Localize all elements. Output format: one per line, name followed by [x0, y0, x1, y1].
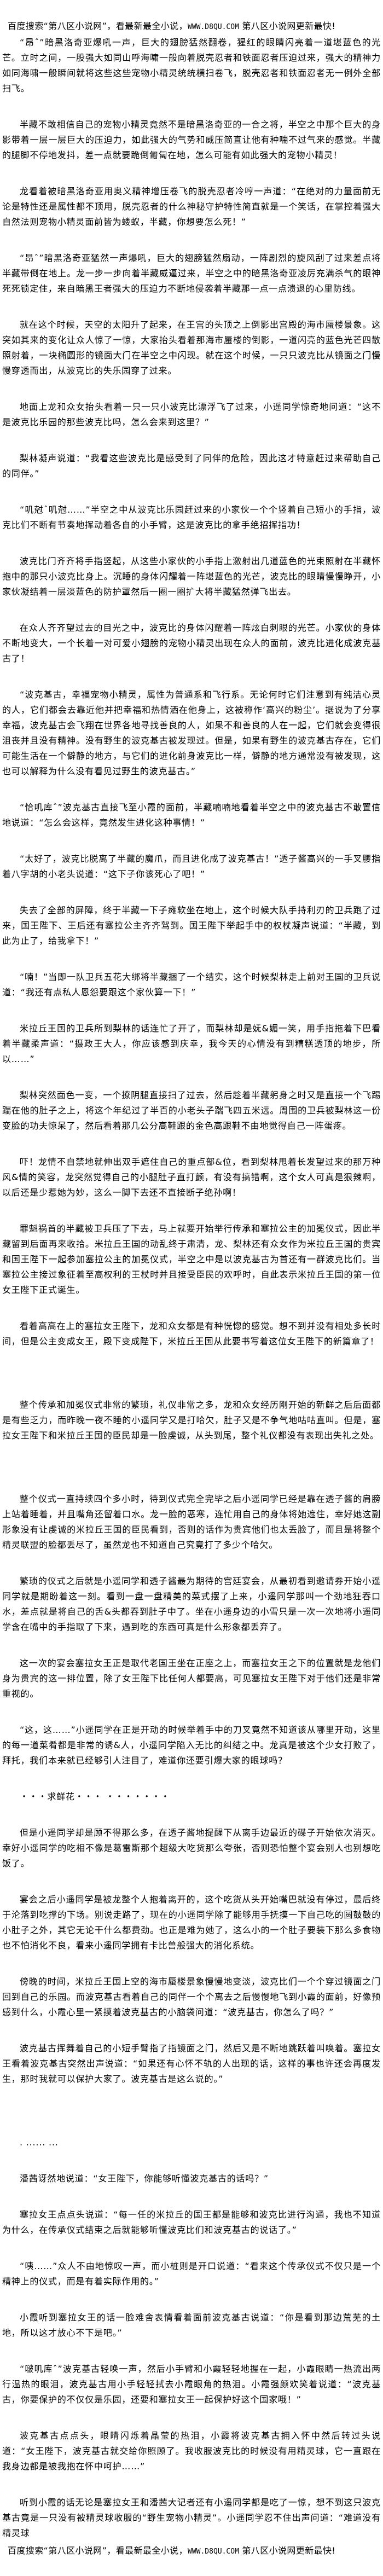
paragraph: 失去了全部的屏障，终于半藏一下子瘫软坐在地上，这个时候大队手持利刃的卫兵跑了过来…	[2, 905, 381, 946]
paragraph: 小霞听到塞拉女王的话一脸难舍表情看着面前波克基古说道：“你是看到那边荒芜的土地，…	[2, 2312, 381, 2338]
paragraph: “波克基古，幸福宠物小精灵，属性为普通系和飞行系。无论何时它们注意到有纯洁心灵的…	[2, 689, 381, 776]
paragraph: 波克基古点点头，眼睛闪烁着晶莹的热泪，小霞将波克基古拥入怀中然后转过头说道：“女…	[2, 2430, 381, 2471]
site-url-link[interactable]: WWW.D8QU.COM	[187, 23, 239, 31]
paragraph: 但是小遥同学却是顾不得那么多，在透子酱地提醒下从离手边最近的碟子开始依次消灭。幸…	[2, 1827, 381, 1869]
paragraph: “啵叽库ˆ”波克基古轻唤一声，然后小手臂和小霞轻轻地握在一起，小霞眼睛一热流出两…	[2, 2364, 381, 2405]
paragraph: “叽尅ˆ叽尅……”半空之中从波克比乐园赶过来的小家伙一个个竖着自己短小的手指，波…	[2, 504, 381, 530]
paragraph: “这，这……”小遥同学在正是开动的时候举着手中的刀叉竟然不知道该从哪里开动，这里…	[2, 1725, 381, 1766]
site-banner-bottom: 百度搜索“第八区小说网”，看最新最全小说，WWW.D8QU.COM 第八区小说网…	[2, 2543, 381, 2560]
paragraph: “咦……”众人不由地惊叹一声，而小桩则是开口说道：“看来这个传承仪式不仅只是一个…	[2, 2261, 381, 2287]
banner-suffix: 第八区小说网更新最快!	[239, 2545, 336, 2556]
paragraph: 听到小霞的话无论是塞拉女王和潘茜大记者还有小遥同学都是吃了一惊，想不到这只波克基…	[2, 2497, 381, 2538]
paragraph: 龙看着被暗黑洛奇亚用奥义精神增压卷飞的脱壳忍者冷哼一声道：“在绝对的力量面前无论…	[2, 186, 381, 227]
paragraph: 波克基古挥舞着自己的小短手臂指了指镜面之门，然后又是不断地跳跃着叫唤着。塞拉女王…	[2, 2043, 381, 2084]
paragraph: “恰叽库ˆ”波克基古直接飞至小霞的面前，半藏喃喃地看着半空之中的波克基古不敢置信…	[2, 802, 381, 828]
paragraph: “太好了，波克比脱离了半藏的魔爪，而且进化成了波克基古！”透子酱高兴的一手叉腰指…	[2, 854, 381, 879]
banner-suffix: 第八区小说网更新最快!	[239, 21, 336, 31]
paragraph: 潘茜讶然地说道：“女王陛下，你能够听懂波克基古的话吗？”	[20, 2173, 269, 2184]
paragraph: ・・・求鲜花・・・ ・・・・・・・	[20, 1791, 170, 1802]
banner-prefix: 百度搜索“第八区小说网”，看最新最全小说，	[8, 21, 188, 31]
paragraph: 地面上龙和众女抬头看着一只一只小波克比漂浮飞了过来，小遥同学惊奇地问道：“这不是…	[2, 402, 381, 427]
paragraph: 梨林突然面色一变，一个撩阴腿直接扫了过去，然后趁着半藏躬身之时又是直接一个飞踢踹…	[2, 1090, 381, 1131]
paragraph: 塞拉女王点点头说道：“每一任的米拉丘的国王都是能够和波克比进行沟通，我也不知道为…	[2, 2209, 381, 2235]
paragraph: 梨林凝声说道：“我看这些波克比是感受到了同伴的危险，因此这才特意赶过来帮助自己的…	[2, 453, 381, 479]
paragraph: 这一次的宴会塞拉女王正是取代老国王坐在正座之上，而塞拉女王之下的位置就是龙他们身…	[2, 1658, 381, 1699]
paragraph: “喃！”当即一队卫兵五花大绑将半藏捆了一个结实，这个时候梨林走上前对王国的卫兵说…	[2, 972, 381, 997]
paragraph: 波克比门齐齐将手指竖起，从这些小家伙的小手指上激射出几道蓝色的光束照射在半藏怀抱…	[2, 556, 381, 597]
paragraph: 看着高高在上的塞拉女王陛下，龙和众女都是有种恍惚的感觉。想不到并没有相处多长时间…	[2, 1321, 381, 1347]
paragraph: “昂ˆ”暗黑洛奇亚爆吼一声，巨大的翅膀猛然翻卷，猩红的眼睛闪亮着一道堪蓝色的光芒…	[2, 37, 381, 94]
paragraph: 在众人齐齐望过去的目光之中，波克比的身体闪耀着一阵炫白刺眼的光芒。小家伙的身体不…	[2, 623, 381, 664]
site-url-link[interactable]: WWW.D8QU.COM	[187, 2548, 239, 2556]
paragraph: 宴会之后小遥同学是被龙整个人抱着离开的，这个吃货从头开始嘴巴就没有停过，最后终于…	[2, 1894, 381, 1951]
paragraph: 米拉丘王国的卫兵所到梨林的话连忙了开了，而梨林却是妩&媚一笑，用手指拖着下巴看着…	[2, 1023, 381, 1064]
paragraph: 吓！龙情不自禁地就伸出双手遮住自己的重点部&位，看到梨林甩着长发望过来的那万种风…	[2, 1157, 381, 1198]
paragraph: . ...... ...	[20, 2137, 59, 2148]
paragraph: “昂ˆ”暗黑洛奇亚猛然一声爆吼，巨大的翅膀猛然扇动，一阵剧烈的旋风刮了过来差点将…	[2, 253, 381, 294]
paragraph: 整个传承和加冕仪式非常的繁琐，礼仪非常之多，龙和众女经历刚开始的新鲜之后后面都是…	[2, 1400, 381, 1441]
paragraph: 傍晚的时间，米拉丘王国上空的海市蜃楼景象慢慢地变淡，波克比们一个个穿过镜面之门回…	[2, 1976, 381, 2017]
paragraph: 整个仪式一直持续四个多小时，待到仪式完全完毕之后小遥同学已经是靠在透子酱的肩膀上…	[2, 1494, 381, 1550]
banner-prefix: 百度搜索“第八区小说网”，看最新最全小说，	[8, 2545, 188, 2556]
paragraph: 半藏不敢相信自己的宠物小精灵竟然不是暗黑洛奇亚的一合之将，半空之中那个巨大的身影…	[2, 119, 381, 160]
paragraph: 罪魁祸首的半藏被卫兵压了下去，马上就要开始举行传承和塞拉公主的加冕仪式，因此半藏…	[2, 1223, 381, 1295]
paragraph: 繁琐的仪式之后就是小遥同学和透子酱最为期待的宫廷宴会，从最初看到邀请券开始小遥同…	[2, 1576, 381, 1632]
paragraph: 就在这个时候，天空的太阳升了起来，在王宫的头顶之上倒影出宫殿的海市蜃楼景象。这突…	[2, 320, 381, 376]
chapter-text: “昂ˆ”暗黑洛奇亚爆吼一声，巨大的翅膀猛然翻卷，猩红的眼睛闪亮着一道堪蓝色的光芒…	[2, 35, 381, 2541]
site-banner-top: 百度搜索“第八区小说网”，看最新最全小说，WWW.D8QU.COM 第八区小说网…	[2, 19, 381, 35]
